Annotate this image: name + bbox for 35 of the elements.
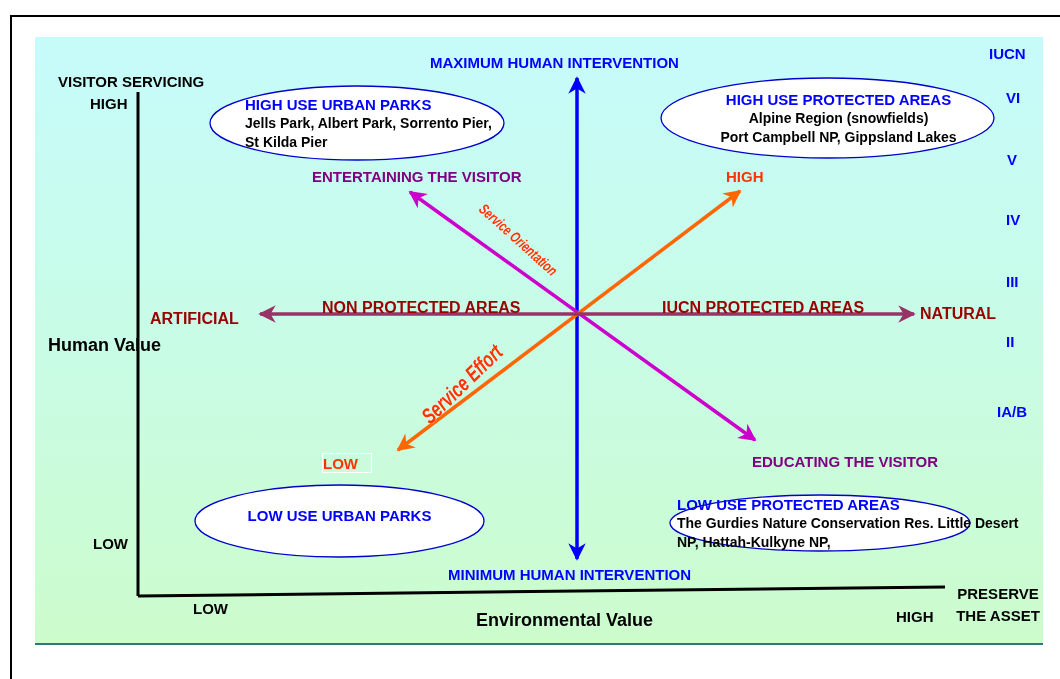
axis-label: V: [1007, 150, 1017, 170]
axis-label: IA/B: [997, 402, 1027, 422]
axis-label: LOW: [93, 534, 128, 554]
axis-label: IUCN PROTECTED AREAS: [662, 298, 865, 318]
axis-end-label: EDUCATING THE VISITOR: [752, 451, 990, 471]
ellipse-node: [660, 77, 995, 159]
ellipse-node: [194, 484, 485, 558]
axis-label: Environmental Value: [476, 609, 654, 632]
axis-end-label: MINIMUM HUMAN INTERVENTION: [448, 564, 756, 584]
area-heading: HIGH USE URBAN PARKS: [245, 94, 433, 114]
axis-label: LOW: [193, 599, 228, 619]
axis-label: III: [1006, 272, 1019, 292]
axis-label: VISITOR SERVICING: [58, 72, 205, 92]
axis-end-label: HIGH: [726, 166, 780, 186]
example-sites: Jells Park, Albert Park, Sorrento Pier, St Kilda Pier: [245, 113, 493, 152]
axis-label: II: [1006, 332, 1015, 352]
axis-label: IV: [1006, 210, 1021, 230]
arrow: [568, 76, 586, 561]
area-heading: HIGH USE PROTECTED AREAS: [725, 89, 952, 109]
axis-label: PRESERVE THE ASSET: [955, 584, 1041, 626]
area-heading: LOW USE URBAN PARKS: [247, 505, 432, 525]
example-sites: Alpine Region (snowfields): [748, 108, 929, 128]
ellipse-node: [209, 85, 505, 161]
arrow: [258, 305, 916, 323]
axis-label: NON PROTECTED AREAS: [322, 298, 521, 318]
axis-end-label: LOW: [322, 453, 372, 473]
axis-label: IUCN: [989, 44, 1026, 64]
axis-end-label: ARTIFICIAL: [150, 308, 256, 328]
axis-label: VI: [1006, 88, 1021, 108]
example-sites: Port Campbell NP, Gippsland Lakes: [720, 127, 957, 147]
axis-end-label: NATURAL: [920, 303, 1016, 323]
axis-end-label: MAXIMUM HUMAN INTERVENTION: [430, 52, 746, 72]
axis-label: HIGH: [896, 607, 934, 627]
axis-label: HIGH: [90, 94, 128, 114]
axis-end-label: ENTERTAINING THE VISITOR: [312, 166, 576, 186]
